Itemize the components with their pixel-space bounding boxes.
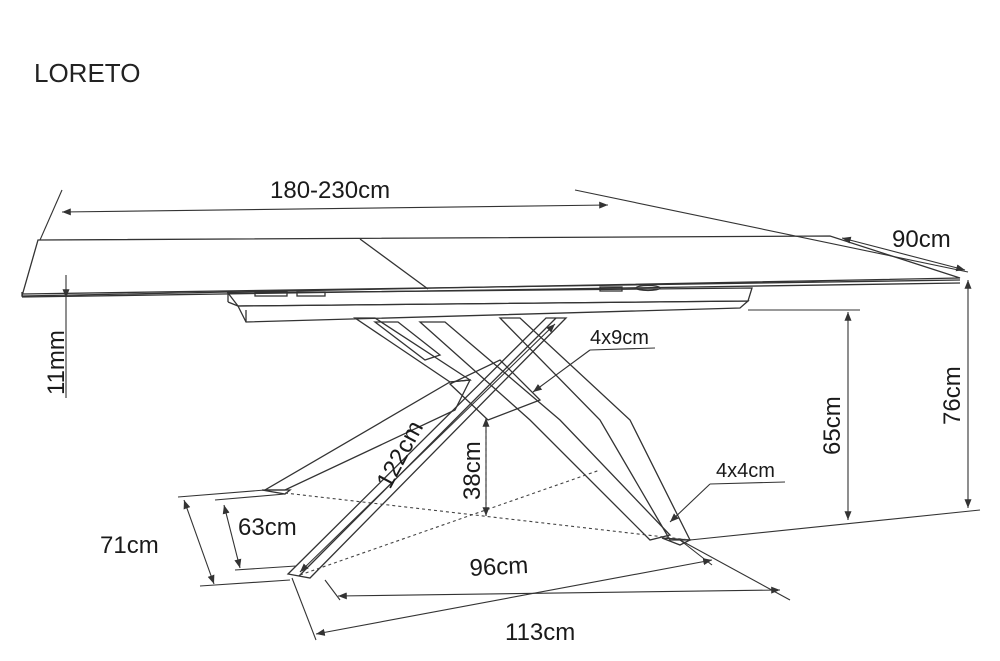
base-width-outer-label: 113cm xyxy=(505,619,575,646)
total-height-label: 76cm xyxy=(939,366,966,425)
frame-height-label: 65cm xyxy=(819,396,846,455)
table-top xyxy=(21,235,961,298)
base-depth-inner-label: 63cm xyxy=(238,514,297,541)
base-depth-outer-label: 71cm xyxy=(100,532,159,559)
width-label: 90cm xyxy=(892,226,951,253)
floor-guides xyxy=(284,418,691,576)
top-thickness-label: 11mm xyxy=(43,330,70,395)
length-label: 180-230cm xyxy=(270,177,390,204)
leg-section-upper-label: 4x9cm xyxy=(590,327,649,349)
base-width-inner-label: 96cm xyxy=(469,552,529,582)
product-title: LORETO xyxy=(34,58,141,88)
leg-section-lower-label: 4x4cm xyxy=(716,460,775,482)
cross-height-label: 38cm xyxy=(459,441,486,500)
table-frame xyxy=(226,284,753,323)
dimension-lines xyxy=(39,189,981,641)
